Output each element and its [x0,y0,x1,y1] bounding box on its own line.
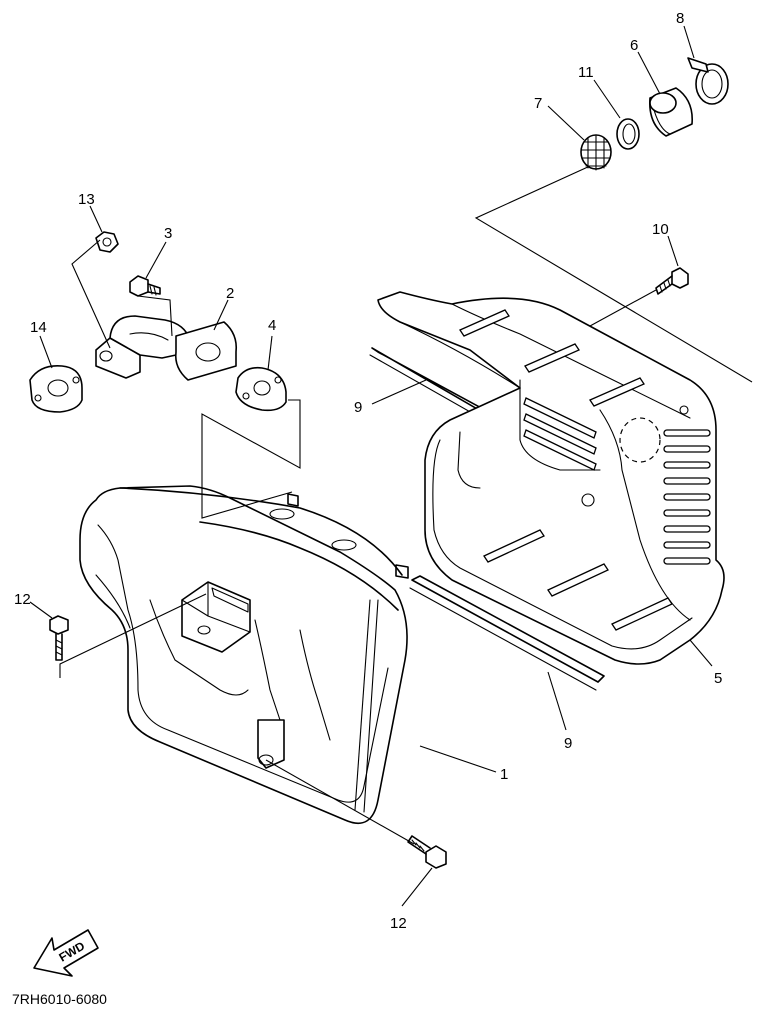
callout-14: 14 [30,319,47,336]
gasket-14 [29,364,83,413]
nut-13 [95,231,119,253]
callout-9-upper: 9 [354,399,362,416]
gasket-strip-lower [409,575,605,691]
callout-2: 2 [226,285,234,302]
exhaust-pipe [95,315,238,381]
callout-numbers: 1 2 3 4 5 6 7 8 9 9 10 11 12 12 13 14 [14,10,722,932]
bolt-12-bottom [407,835,447,869]
bolt-12-left [49,615,69,661]
muffler-body [79,485,409,825]
spark-arrester-screen-7 [580,134,612,171]
bolt-3 [129,275,161,297]
drawing-code: 7RH6010-6080 [12,991,107,1007]
callout-8: 8 [676,10,684,27]
callout-3: 3 [164,225,172,242]
callout-13: 13 [78,191,95,208]
callout-7: 7 [534,95,542,112]
callout-11: 11 [578,64,594,81]
callout-12-left: 12 [14,591,31,608]
fwd-arrow: FWD [33,929,99,977]
callout-5: 5 [714,670,722,687]
clamp-8 [687,57,729,105]
callout-9-lower: 9 [564,735,572,752]
bolt-10 [655,267,689,295]
heat-shield [377,291,725,665]
leader-lines [29,25,753,907]
callout-4: 4 [268,317,276,334]
tail-pipe-6 [649,87,693,137]
callout-6: 6 [630,37,638,54]
callout-10: 10 [652,221,669,238]
callout-12-bottom: 12 [390,915,407,932]
ring-11 [616,118,640,150]
callout-1: 1 [500,766,508,783]
gasket-4 [235,366,287,412]
